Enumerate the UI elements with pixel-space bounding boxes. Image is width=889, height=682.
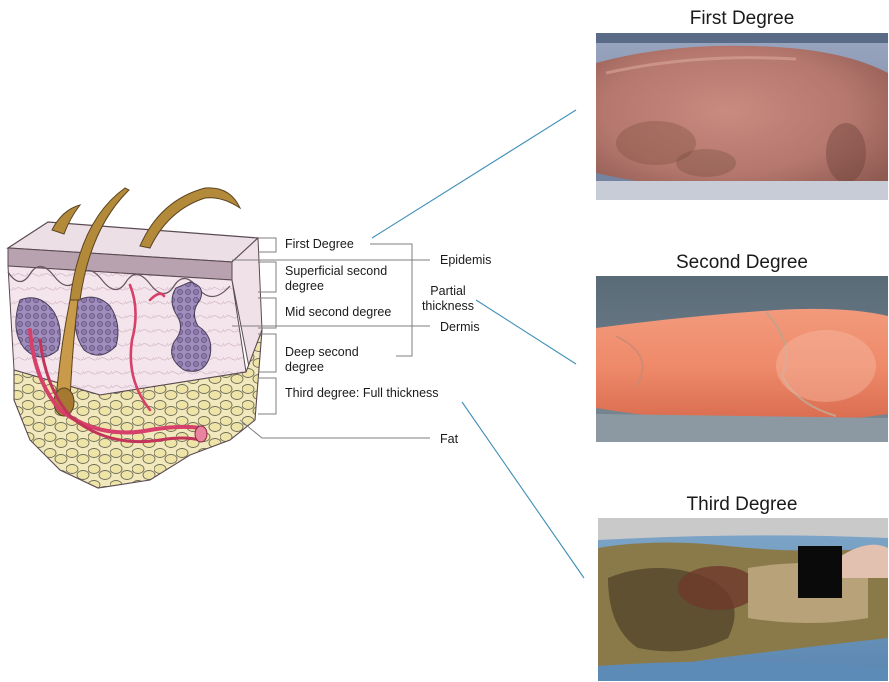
title-third-degree: Third Degree — [596, 494, 888, 516]
photo-first-degree — [596, 33, 888, 200]
label-partial-thickness: Partial thickness — [417, 284, 479, 314]
label-dermis: Dermis — [440, 320, 480, 335]
privacy-block — [798, 546, 842, 598]
label-epidermis: Epidemis — [440, 253, 491, 268]
photo-second-degree — [596, 276, 888, 442]
skin-block — [8, 188, 262, 488]
vessel-cross-section — [195, 426, 207, 442]
label-deep-second: Deep second degree — [285, 345, 377, 375]
label-fat: Fat — [440, 432, 458, 447]
label-first-degree: First Degree — [285, 237, 354, 252]
label-superficial-second: Superficial second degree — [285, 264, 409, 294]
title-first-degree: First Degree — [596, 8, 888, 30]
photo-third-degree — [598, 518, 888, 681]
label-third-degree: Third degree: Full thickness — [285, 386, 439, 401]
label-mid-second: Mid second degree — [285, 305, 391, 320]
title-second-degree: Second Degree — [596, 252, 888, 274]
photo-connectors — [372, 110, 584, 578]
